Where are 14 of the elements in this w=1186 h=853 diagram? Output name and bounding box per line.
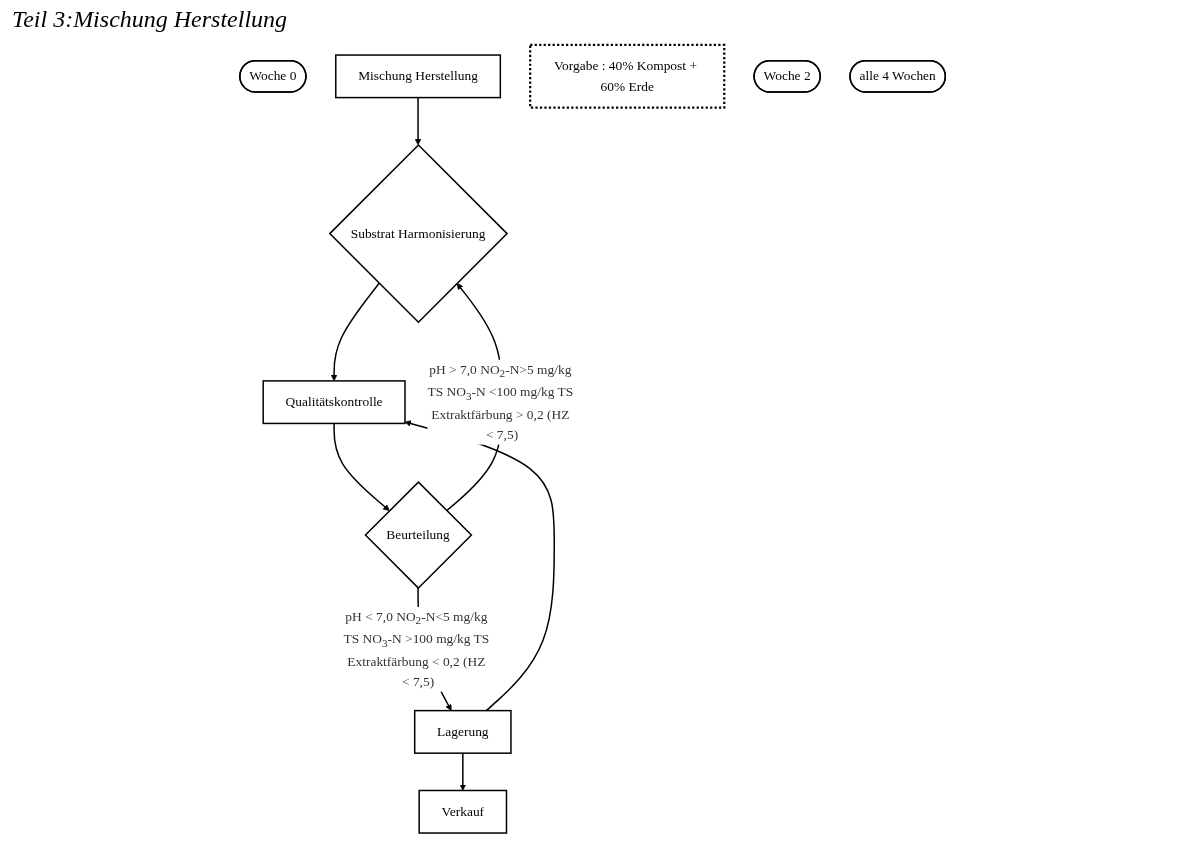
- node-box: Mischung Herstellung: [335, 54, 502, 99]
- arrow: [333, 422, 391, 511]
- node-diamond: Beurteilung: [364, 481, 473, 590]
- node-box: Verkauf: [418, 789, 508, 834]
- node-box: Lagerung: [414, 709, 513, 754]
- node-diamond: Substrat Harmonisierung: [329, 143, 509, 324]
- edge-label: pH < 7,0 NO$_{2}$-N<5 mg/kg TS NO$_{3}$-N >100 mg/kg TS Extraktfärbung < 0,2 (HZ < 7,5): [343, 608, 490, 689]
- node-box: Qualitätskontrolle: [262, 380, 407, 425]
- diagram-title: Teil 3:Mischung Herstellung: [12, 6, 289, 33]
- node-box: Vorgabe : 40% Kompost + 60% Erde: [529, 43, 726, 109]
- arrow: [459, 752, 467, 791]
- arrow: [331, 282, 381, 382]
- edge-label: pH > 7,0 NO$_{2}$-N>5 mg/kg TS NO$_{3}$-N <100 mg/kg TS Extraktfärbung > 0,2 (HZ < 7,5): [427, 361, 574, 442]
- arrow: [415, 96, 422, 146]
